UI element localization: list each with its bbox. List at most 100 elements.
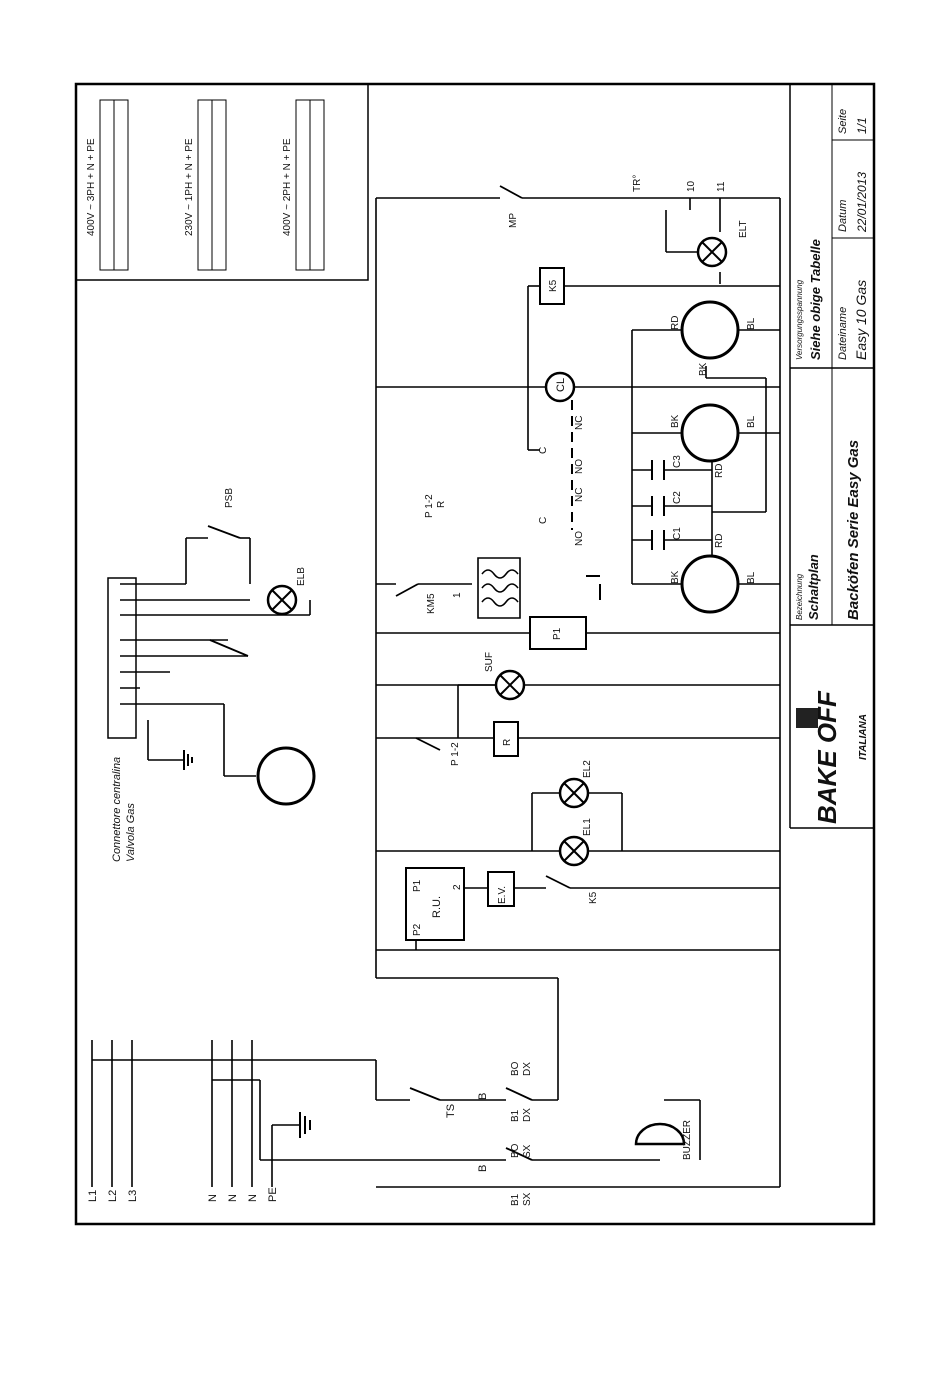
terminal-l2: L2 — [107, 1190, 119, 1202]
no2-label: NO — [574, 459, 585, 474]
seite-label: Seite — [837, 109, 849, 134]
rr-label: R — [436, 501, 447, 508]
el2-label: EL2 — [582, 760, 593, 778]
r-label: R — [502, 739, 513, 746]
dx-label: DX — [522, 1062, 533, 1076]
terminal-l1: L1 — [87, 1190, 99, 1202]
bl2-label: BL — [746, 415, 757, 428]
b-label: B — [477, 1093, 489, 1100]
suf-label: SUF — [484, 652, 495, 672]
versorgung-value: Siehe obige Tabelle — [808, 239, 823, 360]
bo-sx-label: BO — [510, 1143, 521, 1158]
p12r-label: P 1-2 — [424, 494, 435, 518]
two-label: 2 — [452, 884, 463, 890]
motor-m1 — [682, 302, 738, 358]
terminal-pe: PE — [267, 1187, 279, 1202]
motor-m3 — [682, 556, 738, 612]
bo-dx-label: BO — [510, 1061, 521, 1076]
one-label: 1 — [452, 592, 463, 598]
cl-coil — [546, 373, 574, 401]
fan-motor — [258, 748, 314, 804]
bk2-label: BK — [670, 414, 681, 428]
table-row-title: 400V ~ 2PH + N + PE — [282, 138, 293, 236]
bk3-label: BK — [670, 570, 681, 584]
title-block — [790, 84, 874, 828]
connector-label: Connettore centralina — [111, 757, 123, 862]
c2-label: C — [538, 447, 549, 454]
cl-label: CL — [555, 378, 567, 392]
wiring-lines — [92, 198, 780, 1187]
elt-label: ELT — [738, 220, 749, 238]
rd-label: RD — [670, 316, 681, 330]
lamp-suf — [496, 671, 524, 699]
bk-label: BK — [698, 362, 709, 376]
b1-sx-label: B1 — [510, 1193, 521, 1206]
no-label: NO — [574, 531, 585, 546]
versorgung-label: Versorgungsspannung — [795, 279, 804, 360]
b-label: B — [477, 1165, 489, 1172]
sx2-label: SX — [522, 1192, 533, 1206]
ru-label: R.U. — [431, 896, 443, 918]
b1-dx-label: B1 — [510, 1109, 521, 1122]
k5-coil-label: K5 — [548, 279, 559, 292]
p1-block — [530, 617, 586, 649]
terminal-10-label: 10 — [686, 180, 697, 192]
seite-value: 1/1 — [855, 117, 869, 134]
mp-label: MP — [508, 213, 519, 228]
c-label: C — [538, 517, 549, 524]
heater-resistors — [478, 558, 520, 618]
p1-label: P1 — [412, 879, 423, 892]
motor-m2 — [682, 405, 738, 461]
bl3-label: BL — [746, 571, 757, 584]
psb-label: PSB — [224, 488, 235, 508]
elb-label: ELB — [296, 567, 307, 586]
nc2-label: NC — [574, 416, 585, 430]
logo-subtext: ITALIANA — [858, 714, 869, 760]
buzzer-icon — [636, 1124, 684, 1144]
lamp-el2 — [560, 779, 588, 807]
c2-cap-label: C2 — [672, 491, 683, 504]
terminal-n3: N — [247, 1194, 259, 1202]
dateiname-label: Dateiname — [837, 307, 849, 360]
k5-label: K5 — [588, 891, 599, 904]
connector-label-2: Valvola Gas — [125, 803, 137, 862]
terminal-l3: L3 — [127, 1190, 139, 1202]
datum-value: 22/01/2013 — [855, 172, 869, 233]
labels: 400V ~ 3PH + N + PE 230V ~ 1PH + N + PE … — [86, 109, 869, 1206]
bezeichnung-value: Schaltplan — [806, 554, 821, 620]
supply-table — [76, 84, 368, 280]
sx-label: SX — [522, 1144, 533, 1158]
terminal-n2: N — [227, 1194, 239, 1202]
resistor-r — [494, 722, 518, 756]
table-row-title: 230V ~ 1PH + N + PE — [184, 138, 195, 236]
km5-label: KM5 — [426, 593, 437, 614]
dateiname-value: Easy 10 Gas — [853, 280, 869, 360]
dx2-label: DX — [522, 1108, 533, 1122]
lamp-elt — [698, 238, 726, 266]
rd3-label: RD — [714, 534, 725, 548]
switches — [208, 186, 570, 1160]
relay-k5-coil — [540, 268, 564, 304]
ev-label: E.V. — [497, 886, 508, 904]
bl-label: BL — [746, 317, 757, 330]
terminal-11-label: 11 — [716, 181, 727, 192]
ground-icon — [184, 576, 600, 1138]
nc-label: NC — [574, 488, 585, 502]
c3-label: C3 — [672, 455, 683, 468]
datum-label: Datum — [837, 200, 849, 232]
ev-valve — [488, 872, 514, 906]
c1-label: C1 — [672, 527, 683, 540]
ts-label: TS — [445, 1104, 457, 1118]
p12-label: P 1-2 — [450, 742, 461, 766]
terminal-n1: N — [207, 1194, 219, 1202]
logo-text: BAKE OFF — [812, 690, 842, 824]
lamp-el1 — [560, 837, 588, 865]
ru-box — [406, 868, 464, 940]
lamp-elb — [268, 586, 296, 614]
p1box-label: P1 — [552, 627, 563, 640]
diagram-frame — [76, 84, 874, 1224]
bakeoff-logo-mark — [796, 708, 818, 728]
el1-label: EL1 — [582, 818, 593, 836]
buzzer-label: BUZZER — [682, 1120, 693, 1160]
